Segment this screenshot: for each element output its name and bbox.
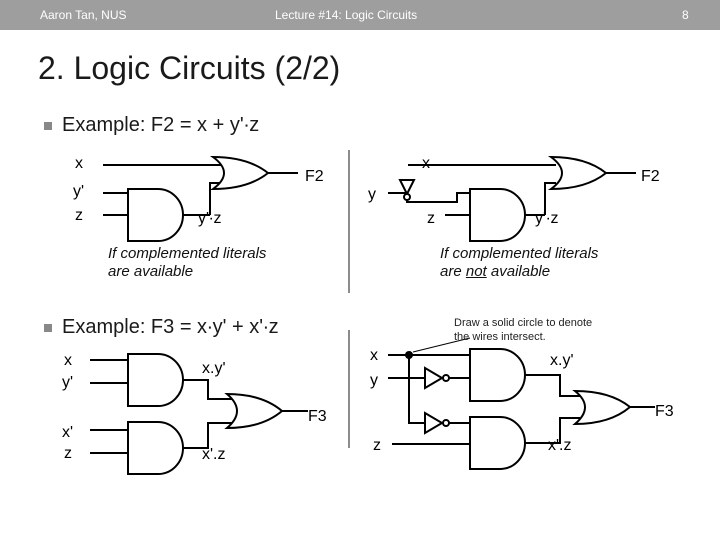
and-gate-1 — [469, 348, 526, 402]
note-complement-available: If complemented literals are available — [108, 245, 266, 281]
not-gate — [398, 179, 416, 197]
note-pointer — [412, 337, 471, 353]
input-x: x — [64, 352, 72, 369]
and1-output-label: x.y' — [550, 352, 574, 369]
and-gate-2 — [469, 416, 526, 470]
header-page-number: 8 — [682, 8, 689, 22]
and-gate — [469, 188, 526, 242]
or-gate — [224, 392, 284, 430]
input-x: x — [370, 347, 378, 364]
output-f2: F2 — [641, 168, 660, 185]
note-line: If complemented literals — [108, 245, 267, 262]
inversion-bubble — [442, 419, 450, 427]
circuit-f3-right — [388, 337, 655, 470]
header-bar — [0, 0, 720, 30]
inversion-bubble — [442, 374, 450, 382]
or-gate — [572, 389, 632, 426]
note-text: are — [440, 263, 466, 280]
bullet-marker — [44, 121, 52, 130]
input-x: x — [75, 155, 83, 172]
output-f3: F3 — [655, 403, 674, 420]
input-y: y — [370, 372, 378, 389]
note-line: are available — [108, 263, 194, 280]
circuit-f2-left — [103, 155, 298, 242]
and-output-label: y'∙z — [535, 210, 559, 227]
bullet-marker — [44, 323, 52, 332]
and-gate-1 — [127, 353, 184, 407]
bullet-text: Example: F2 = x + y'∙z — [62, 114, 260, 136]
and-gate — [127, 188, 184, 242]
input-x: x — [422, 155, 430, 172]
and-output-label: y'∙z — [198, 210, 222, 227]
note-text: available — [486, 263, 551, 280]
input-x-complement: x' — [62, 424, 74, 441]
or-gate — [209, 155, 270, 191]
or-gate — [547, 155, 608, 191]
note-line: the wires intersect. — [454, 331, 546, 343]
not-gate-y — [424, 366, 444, 390]
and2-output-label: x'.z — [548, 437, 572, 454]
note-line: Draw a solid circle to denote — [454, 317, 593, 329]
input-z: z — [64, 445, 72, 462]
output-f2: F2 — [305, 168, 324, 185]
input-z: z — [75, 207, 83, 224]
note-line: are not available — [440, 263, 598, 281]
note-complement-not-available: If complemented literals are not availab… — [440, 245, 598, 281]
and2-output-label: x'.z — [202, 446, 226, 463]
bullet-example-f2: Example: F2 = x + y'∙z — [44, 114, 259, 137]
and-gate-2 — [127, 421, 184, 475]
input-y: y — [368, 186, 376, 203]
note-junction: Draw a solid circle to denote the wires … — [454, 316, 592, 344]
note-line: If complemented literals — [440, 245, 599, 262]
output-f3: F3 — [308, 408, 327, 425]
input-y-complement: y' — [62, 374, 74, 391]
bullet-text: Example: F3 = x∙y' + x'∙z — [62, 316, 279, 338]
header-author: Aaron Tan, NUS — [40, 8, 127, 22]
bullet-example-f3: Example: F3 = x∙y' + x'∙z — [44, 316, 279, 339]
input-z: z — [427, 210, 435, 227]
not-gate-x — [424, 411, 444, 435]
and1-output-label: x.y' — [202, 360, 226, 377]
circuit-f2-right — [388, 155, 636, 242]
header-lecture: Lecture #14: Logic Circuits — [275, 8, 418, 22]
input-z: z — [373, 437, 381, 454]
note-emphasis: not — [465, 263, 487, 280]
circuit-f3-left — [90, 353, 308, 475]
slide-title: 2. Logic Circuits (2/2) — [38, 50, 341, 86]
inversion-bubble — [403, 193, 411, 201]
input-y-complement: y' — [73, 183, 85, 200]
